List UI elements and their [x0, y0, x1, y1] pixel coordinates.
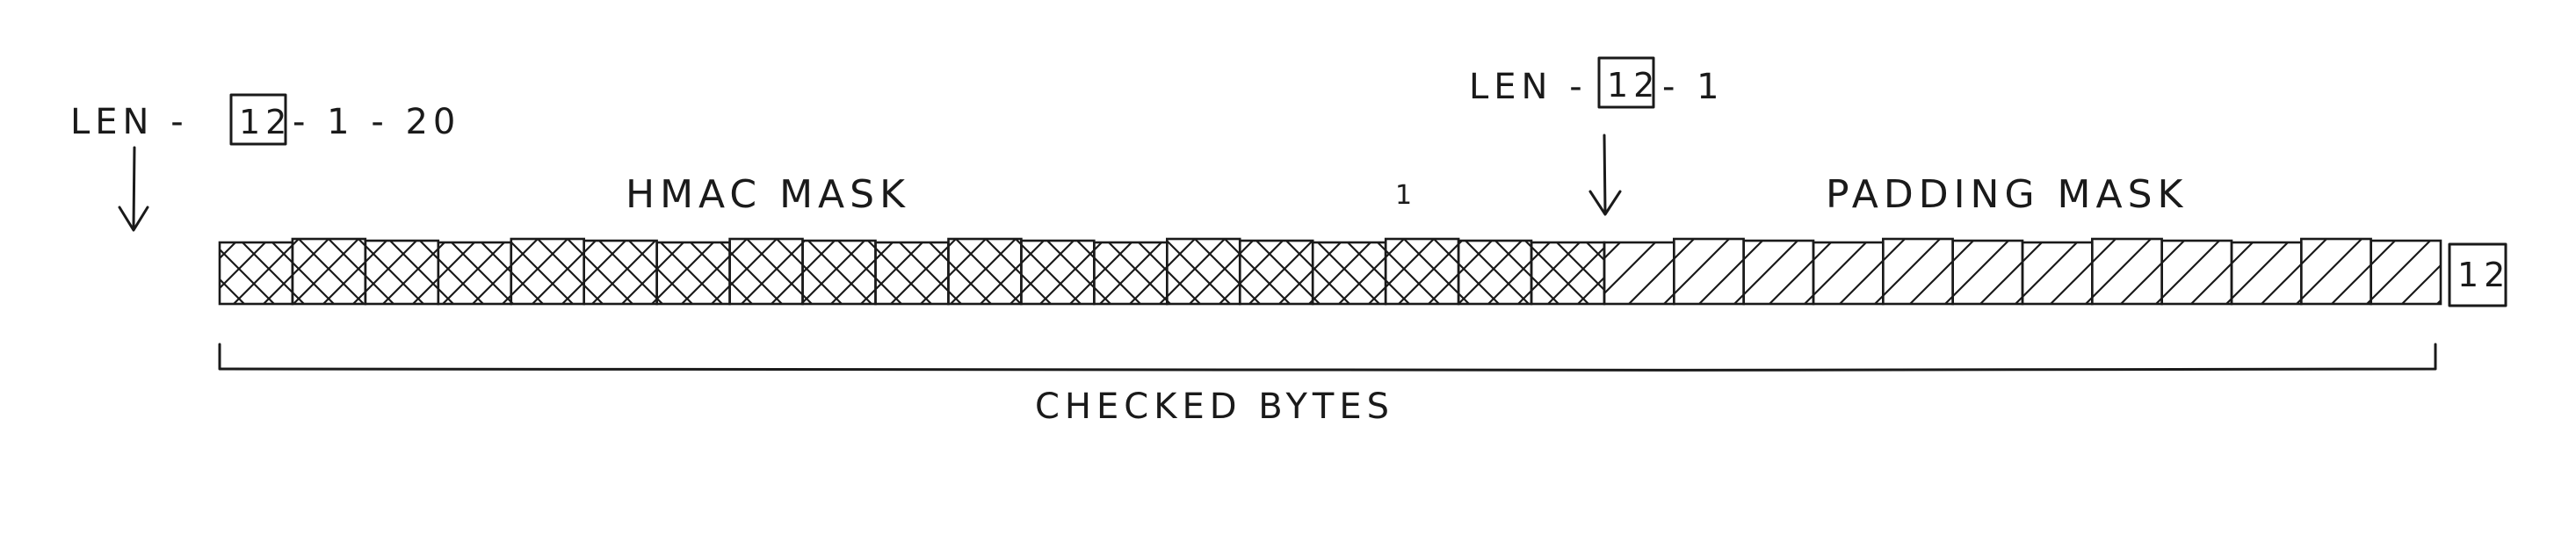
padding-byte-cell	[1673, 237, 1745, 306]
hmac-byte-cell	[291, 237, 367, 306]
padding-byte-cell	[2021, 241, 2094, 306]
hmac-mask-title: HMAC MASK	[626, 172, 910, 217]
hmac-byte-cell	[1530, 241, 1606, 306]
mid-pointer-boxed-value: 12	[1607, 66, 1660, 105]
left-pointer-arrow	[118, 146, 149, 232]
hmac-byte-cell	[1384, 237, 1460, 306]
padding-byte-cell	[2230, 241, 2303, 306]
padding-byte-cell	[1603, 241, 1675, 306]
checked-bytes-label: CHECKED BYTES	[1035, 386, 1394, 427]
left-pointer-suffix: - 1 - 20	[293, 102, 460, 142]
hmac-byte-cell	[218, 241, 294, 306]
hmac-byte-cell	[437, 241, 512, 306]
checked-bytes-bracket	[218, 343, 2437, 372]
byte-strip: 12	[218, 237, 2510, 307]
hmac-byte-cell	[1457, 239, 1533, 306]
hmac-byte-cell	[801, 239, 877, 306]
padding-mask-region	[1603, 237, 2442, 306]
hmac-byte-cell	[728, 237, 804, 306]
hmac-byte-cell	[1093, 241, 1169, 306]
final-byte-cell: 12	[2448, 242, 2510, 307]
mid-pointer-label: LEN - 12 - 1	[1469, 56, 1725, 109]
hmac-byte-cell	[510, 237, 585, 306]
hmac-byte-cell	[1311, 241, 1387, 306]
padding-byte-cell	[2300, 237, 2372, 306]
hmac-byte-cell	[364, 239, 440, 306]
left-pointer-box	[229, 93, 287, 146]
left-pointer-label: LEN - 12 - 1 - 20	[70, 93, 460, 146]
hmac-mask-region	[218, 237, 1606, 306]
padding-byte-cell	[1812, 241, 1885, 306]
hmac-byte-cell	[1020, 239, 1096, 306]
mid-pointer-prefix: LEN -	[1469, 67, 1588, 107]
mid-pointer-box	[1597, 56, 1655, 109]
padding-mask-title: PADDING MASK	[1826, 172, 2188, 217]
hmac-byte-cell	[874, 241, 950, 306]
padding-byte-cell	[2160, 239, 2233, 306]
left-pointer-boxed-value: 12	[239, 103, 292, 141]
final-byte-value: 12	[2457, 256, 2510, 294]
padding-byte-cell	[2370, 239, 2442, 306]
left-pointer-prefix: LEN -	[70, 102, 189, 142]
hmac-byte-cell	[1239, 239, 1314, 306]
padding-byte-cell	[1882, 237, 1954, 306]
mid-pointer-arrow	[1588, 134, 1622, 216]
padding-byte-cell	[2091, 237, 2163, 306]
hmac-byte-cell	[582, 239, 658, 306]
hmac-byte-cell	[947, 237, 1023, 306]
padding-byte-cell	[1951, 239, 2024, 306]
tick-mark: 1	[1395, 180, 1417, 211]
padding-byte-cell	[1742, 239, 1815, 306]
hmac-byte-cell	[655, 241, 731, 306]
hmac-byte-cell	[1166, 237, 1241, 306]
mid-pointer-suffix: - 1	[1662, 67, 1725, 107]
